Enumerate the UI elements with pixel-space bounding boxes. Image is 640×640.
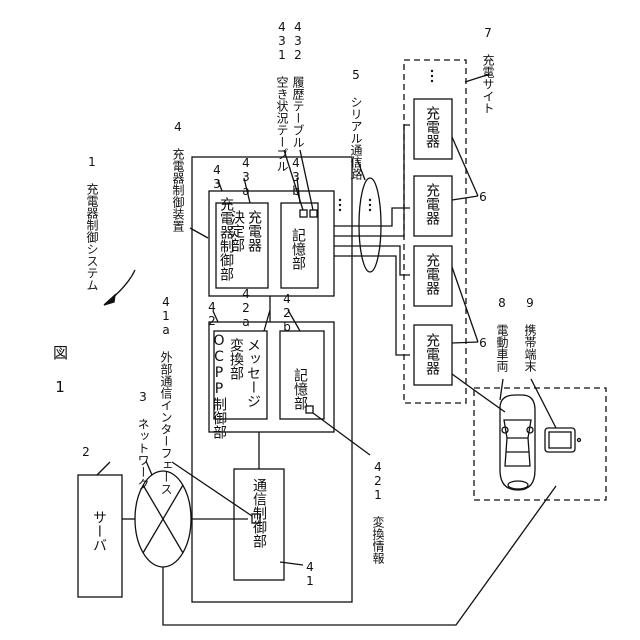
system-label: 1 充電器制御システム <box>86 155 98 291</box>
interface-label: 41a 外部通信インターフェース <box>160 295 172 495</box>
charger-label-1: 充電器 <box>425 106 439 148</box>
serial-label: 5 シリアル通信路 <box>350 68 362 180</box>
comm-control-label: 通信制御部 <box>252 478 266 548</box>
conversion-info-label: 421 変換情報 <box>372 460 384 564</box>
decision-label-block: 充電器決定部 <box>226 210 262 280</box>
ctrl-storage-ref: 43b <box>290 156 302 198</box>
ocpp-label: OCPP制御部 <box>212 333 226 439</box>
ocpp-ref: 42 <box>206 300 218 328</box>
vehicle-ref-leader <box>500 379 503 400</box>
device-ref-label: 4 充電器制御装置 <box>172 120 184 232</box>
charger-label-3: 充電器 <box>425 253 439 295</box>
conversion-info-leader <box>313 413 370 455</box>
ctrl-storage-label: 記憶部 <box>291 228 305 270</box>
network-mobile-link <box>163 486 556 625</box>
availability-table-cell <box>300 210 307 217</box>
comm-control-ref: 41 <box>304 560 316 588</box>
device-ref-leader <box>190 228 208 238</box>
vehicle-label: 8 電動車両 <box>496 296 508 372</box>
decision-ref: 43a <box>240 156 252 198</box>
network-label: 3 ネットワーク <box>137 390 149 490</box>
decision-label: 充電器決定部 <box>226 210 262 262</box>
table-431-label: 431 空き状況テーブル <box>276 20 288 172</box>
mobile-label: 9 携帯端末 <box>524 296 536 372</box>
figure-title: 図 1 <box>52 345 67 396</box>
charger-ref-6-top: 6 <box>477 190 489 204</box>
server-label: サーバ <box>92 510 106 552</box>
ref6-leader-2 <box>452 196 478 200</box>
history-table-cell <box>310 210 317 217</box>
mobile-terminal <box>545 428 581 452</box>
charger-label-4: 充電器 <box>425 333 439 375</box>
ref6-leader-3 <box>452 267 478 342</box>
charger-ref-6-bottom: 6 <box>477 336 489 350</box>
message-label: メッセージ変換部 <box>225 338 261 416</box>
message-ref-leader <box>264 310 270 331</box>
message-ref: 42a <box>240 287 252 329</box>
ocpp-storage-label: 記憶部 <box>293 368 307 410</box>
electric-vehicle <box>500 395 535 490</box>
ocpp-storage-ref: 42b <box>281 292 293 334</box>
charger-label-2: 充電器 <box>425 183 439 225</box>
server-ref-leader <box>97 462 110 475</box>
charger-ctrl-ref: 43 <box>211 163 223 191</box>
server-ref: 2 <box>80 445 92 459</box>
charging-site-label: 7 充電サイト <box>482 26 494 114</box>
message-label-block: メッセージ変換部 <box>225 338 261 416</box>
system-arrow <box>104 270 135 305</box>
serial-bundle <box>359 178 381 272</box>
charging-cable <box>452 374 505 412</box>
serial-route-d <box>352 256 410 355</box>
table-432-label: 432 履歴テーブル <box>292 20 304 148</box>
ref6-leader-4 <box>452 342 478 343</box>
interface-leader <box>172 462 252 516</box>
ref6-leader-1 <box>452 137 478 196</box>
